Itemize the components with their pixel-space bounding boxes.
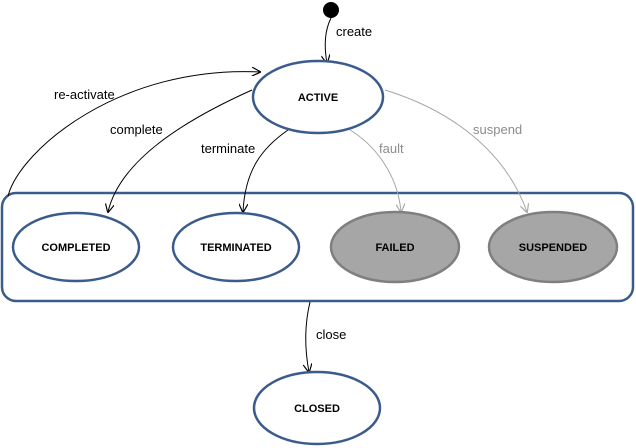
close-transition-arrow: [306, 301, 310, 372]
state-terminated-label: TERMINATED: [200, 242, 271, 254]
reactivate-transition-arrow: [7, 72, 260, 197]
terminate-label: terminate: [201, 141, 255, 156]
state-suspended-label: SUSPENDED: [519, 242, 588, 254]
terminate-transition-arrow: [243, 129, 289, 212]
suspend-label: suspend: [473, 122, 522, 137]
state-completed: COMPLETED: [11, 211, 141, 283]
close-label: close: [316, 327, 346, 342]
fault-label: fault: [379, 141, 404, 156]
state-closed-label: CLOSED: [294, 403, 340, 415]
end-states-group-box: [0, 191, 635, 303]
state-active: ACTIVE: [251, 59, 385, 135]
create-label: create: [336, 24, 372, 39]
state-suspended: SUSPENDED: [487, 210, 619, 284]
fault-transition-arrow: [349, 129, 401, 212]
state-completed-label: COMPLETED: [41, 242, 110, 254]
state-failed: FAILED: [329, 210, 461, 284]
complete-transition-arrow: [108, 89, 253, 212]
state-active-label: ACTIVE: [298, 92, 338, 104]
create-transition-arrow: [325, 17, 332, 63]
complete-label: complete: [110, 122, 163, 137]
initial-state-dot: [323, 2, 339, 18]
reactivate-label: re-activate: [54, 87, 115, 102]
state-failed-label: FAILED: [375, 242, 414, 254]
state-terminated: TERMINATED: [171, 211, 301, 283]
suspend-transition-arrow: [384, 89, 527, 212]
state-closed: CLOSED: [252, 370, 382, 446]
